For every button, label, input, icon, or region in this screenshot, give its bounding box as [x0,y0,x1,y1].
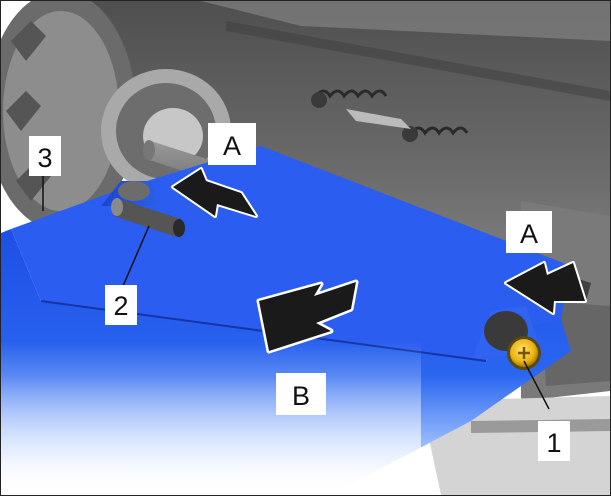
callout-1: 1 [546,428,561,458]
label-box-3: 3 [29,136,61,176]
label-a-left: A [223,131,241,161]
label-box-2: 2 [105,285,137,325]
label-box-b: B [276,373,326,415]
callout-lines [42,173,550,410]
callout-3: 3 [37,143,52,173]
callout-2: 2 [113,291,128,321]
spring-lower [409,126,469,136]
label-box-1: 1 [538,421,570,461]
label-box-a-right: A [506,211,552,253]
label-b: B [292,381,310,411]
pin [111,198,185,237]
label-a-right: A [520,219,538,249]
arrow-a-right-icon [504,261,587,315]
spring-upper [314,89,388,99]
label-box-a-left: A [208,123,256,165]
arrow-b-icon [256,279,359,354]
blue-cover [1,146,571,495]
screw [507,336,541,370]
arrow-a-left-icon [171,167,258,218]
